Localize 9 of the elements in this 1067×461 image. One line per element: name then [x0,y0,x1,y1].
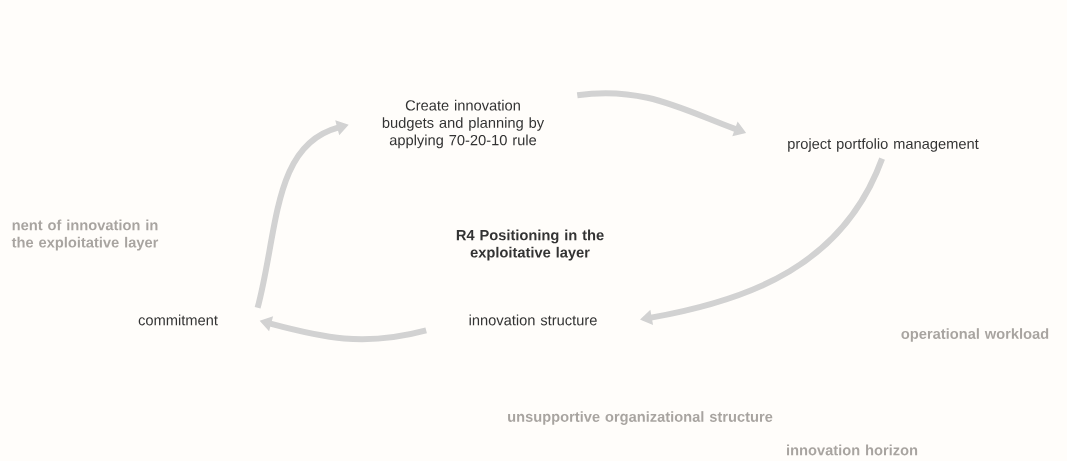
loop-title: R4 Positioning in the exploitative layer [456,229,604,261]
node-text: commitment [138,314,218,326]
node-text: innovation structure [469,314,597,326]
faded-label: nent of innovation in the exploitative layer [11,219,159,251]
node-text: Create innovation budgets and planning by applying 70-20-10 rule [382,99,545,149]
faded-label: unsupportive organizational structure [508,411,773,425]
faded-label: operational workload [901,328,1049,342]
node-text: project portfolio management [788,138,979,152]
faded-label: innovation horizon [787,444,918,456]
